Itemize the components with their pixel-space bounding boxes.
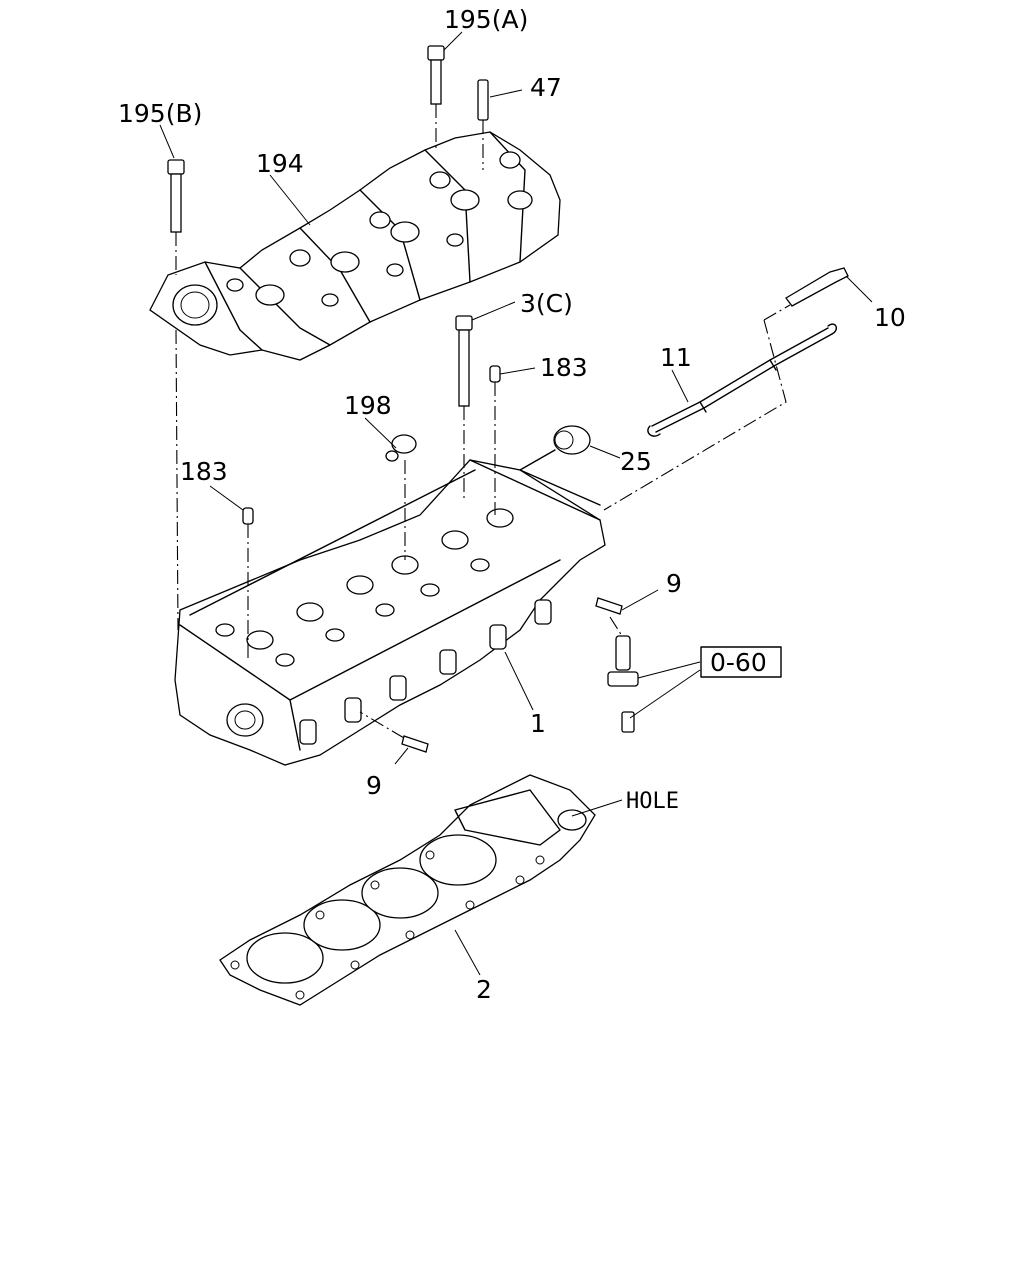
label-ref-box: 0-60 [710,648,767,677]
stud-47 [477,79,489,170]
dowel-183-left [242,507,254,660]
plug-25 [519,425,601,506]
sensor-assembly [607,616,639,733]
label-9-bottom: 9 [366,771,382,800]
stud-9-right [595,597,623,615]
label-9-right: 9 [666,569,682,598]
label-195b: 195(B) [118,99,202,128]
bolt-195b [167,159,185,275]
leader-lines [159,31,873,976]
label-47: 47 [530,73,562,102]
label-10: 10 [874,303,906,332]
part-labels: 195(A) 47 195(B) 194 3(C) 183 183 198 25… [118,5,906,1004]
stud-9-bottom [359,711,429,753]
dowel-183-top [489,365,501,515]
bolt-195a [427,45,445,150]
label-3c: 3(C) [520,289,573,318]
ref-box-frame [700,646,782,678]
label-195a: 195(A) [444,5,528,34]
bolt-3c [455,315,473,500]
seal-ring-198 [385,434,417,560]
label-183-top: 183 [540,353,588,382]
label-1: 1 [530,709,546,738]
assembly-lines [175,304,791,631]
camshaft-carrier [149,131,561,361]
label-hole: HOLE [626,789,679,814]
label-2: 2 [476,975,492,1004]
leak-off-pipe-11 [647,323,838,437]
label-183-left: 183 [180,457,228,486]
label-11: 11 [660,343,692,372]
head-gasket [219,774,596,1006]
label-194: 194 [256,149,304,178]
label-198: 198 [344,391,392,420]
clip-10 [785,267,849,307]
cylinder-head [174,459,606,766]
label-25: 25 [620,447,652,476]
